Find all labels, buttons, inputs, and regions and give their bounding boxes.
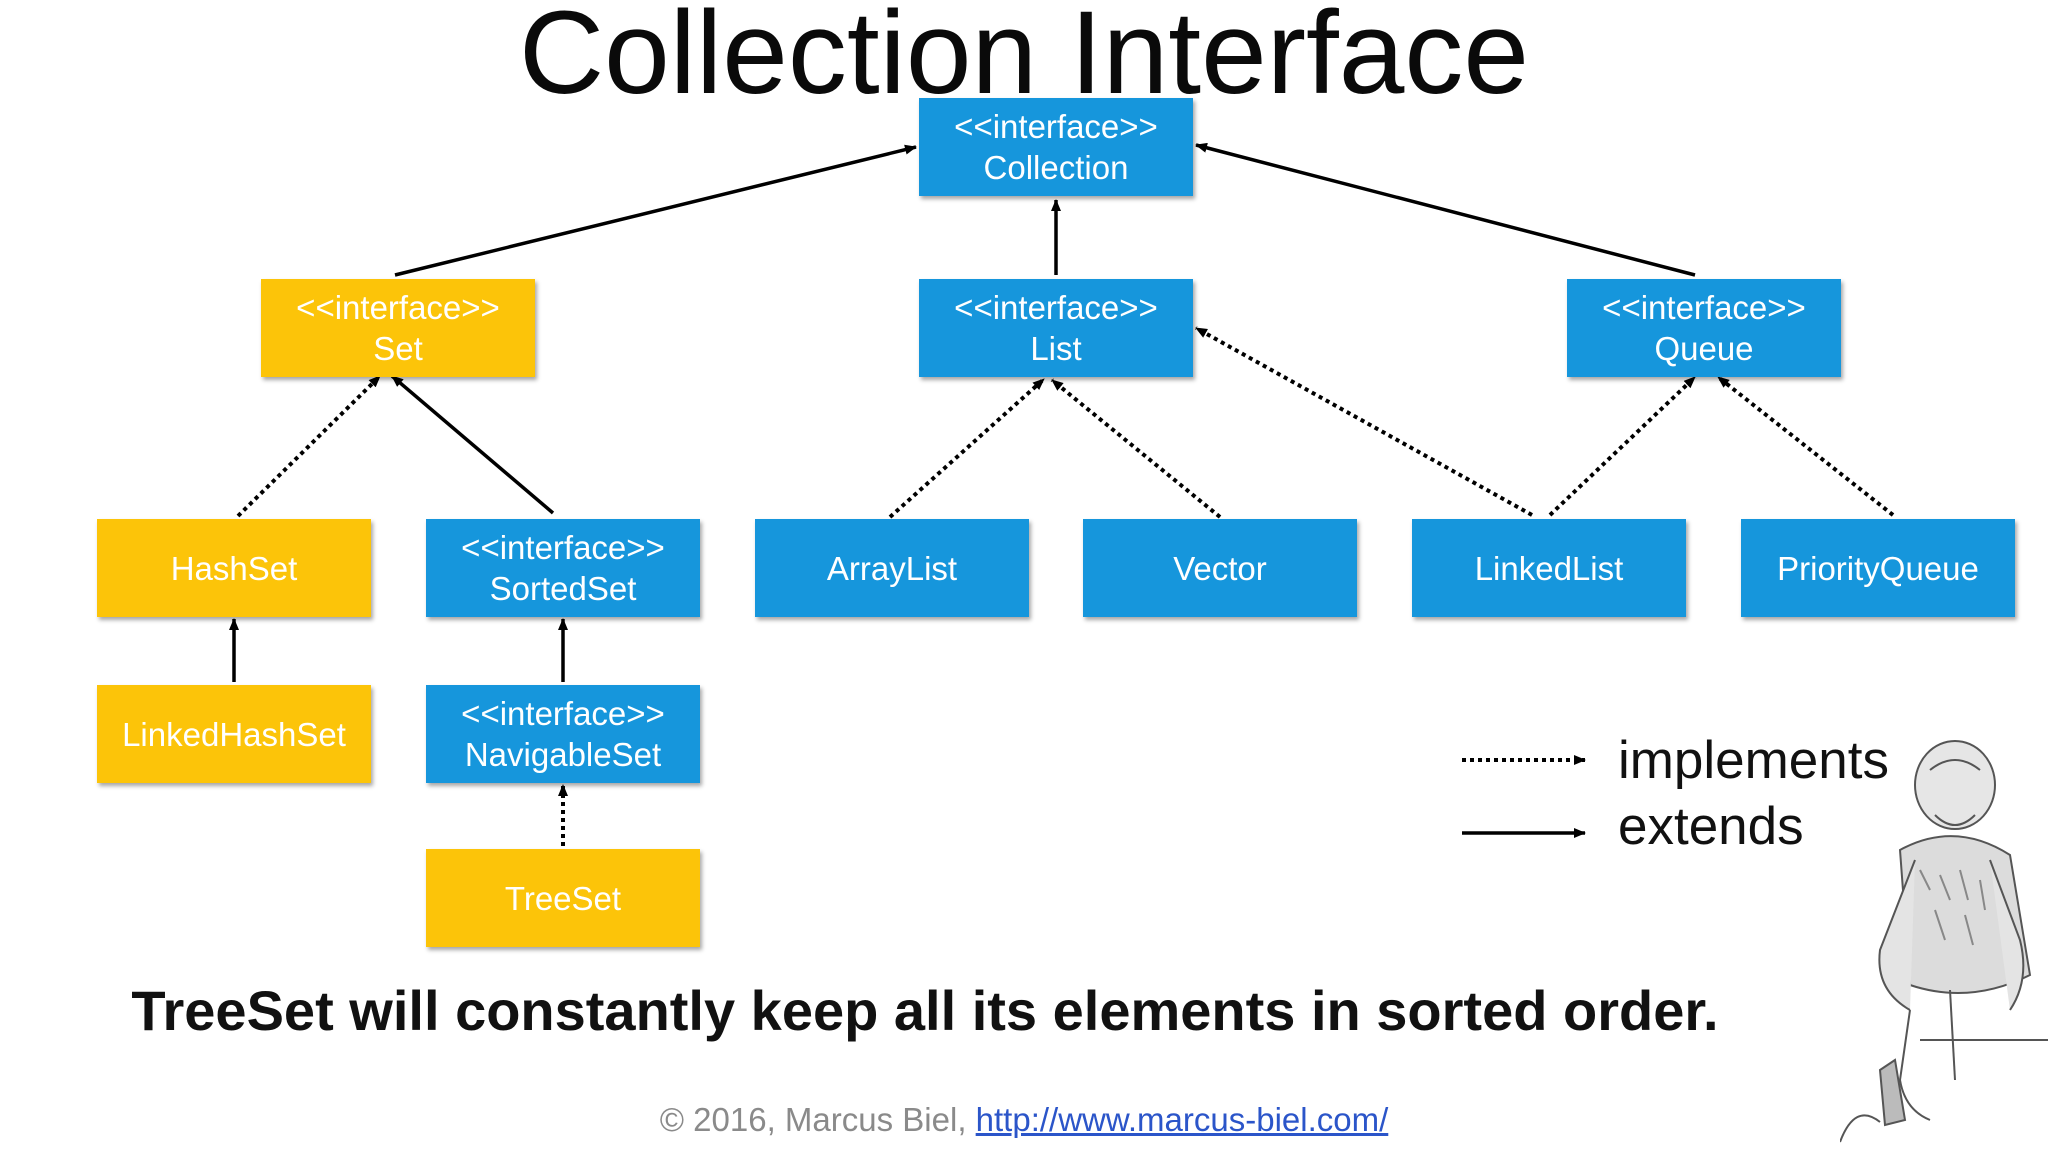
priorityqueue-node: PriorityQueue (1741, 519, 2015, 617)
arrow-hashset-to-set (236, 374, 382, 518)
navigableset-node: <<interface>> NavigableSet (426, 685, 700, 783)
list-node: <<interface>> List (919, 279, 1193, 377)
node-name: HashSet (170, 549, 298, 587)
arrow-set-to-collection (394, 144, 917, 277)
node-stereotype: <<interface>> (954, 108, 1158, 145)
node-stereotype: <<interface>> (461, 695, 665, 732)
linkedhashset-node: LinkedHashSet (97, 685, 371, 783)
caption-text: TreeSet will constantly keep all its ele… (131, 979, 1719, 1042)
arrow-arraylist-to-list (888, 377, 1046, 519)
treeset-node: TreeSet (426, 849, 700, 947)
arrow-queue-to-collection (1195, 142, 1696, 277)
collection-node: <<interface>> Collection (919, 98, 1193, 196)
node-name: Set (373, 330, 423, 367)
set-node: <<interface>> Set (261, 279, 535, 377)
footer-link[interactable]: http://www.marcus-biel.com/ (975, 1101, 1389, 1138)
legend-implements-label: implements (1618, 731, 1889, 790)
arrow-linkedlist-to-list (1195, 326, 1533, 517)
arrow-sortedset-to-set (390, 374, 555, 515)
vector-node: Vector (1083, 519, 1357, 617)
arrow-priorityqueue-to-queue (1716, 375, 1895, 517)
node-name: TreeSet (504, 879, 622, 917)
footer: © 2016, Marcus Biel, http://www.marcus-b… (0, 1100, 2048, 1140)
node-stereotype: <<interface>> (954, 289, 1158, 326)
node-name: List (1030, 330, 1082, 367)
arrow-linkedlist-to-queue (1548, 375, 1697, 517)
linkedlist-node: LinkedList (1412, 519, 1686, 617)
node-name: Collection (983, 149, 1129, 186)
sortedset-node: <<interface>> SortedSet (426, 519, 700, 617)
arraylist-node: ArrayList (755, 519, 1029, 617)
hashset-node: HashSet (97, 519, 371, 617)
node-name: PriorityQueue (1777, 549, 1979, 587)
slide-title: Collection Interface (518, 0, 1530, 119)
sculptor-illustration (1840, 740, 2048, 1143)
node-name: Vector (1173, 549, 1267, 587)
node-stereotype: <<interface>> (296, 289, 500, 326)
node-name: SortedSet (489, 570, 637, 607)
footer-copyright: © 2016, Marcus Biel, (659, 1101, 967, 1138)
node-name: LinkedList (1474, 549, 1624, 587)
node-stereotype: <<interface>> (461, 529, 665, 566)
legend-extends-line (1462, 828, 1586, 838)
node-stereotype: <<interface>> (1602, 289, 1806, 326)
node-name: ArrayList (826, 549, 958, 587)
node-name: NavigableSet (464, 736, 662, 773)
node-name: Queue (1654, 330, 1754, 367)
legend-implements-line (1462, 755, 1586, 765)
legend-extends-label: extends (1618, 797, 1804, 856)
queue-node: <<interface>> Queue (1567, 279, 1841, 377)
arrow-vector-to-list (1050, 378, 1222, 519)
node-name: LinkedHashSet (122, 715, 346, 753)
